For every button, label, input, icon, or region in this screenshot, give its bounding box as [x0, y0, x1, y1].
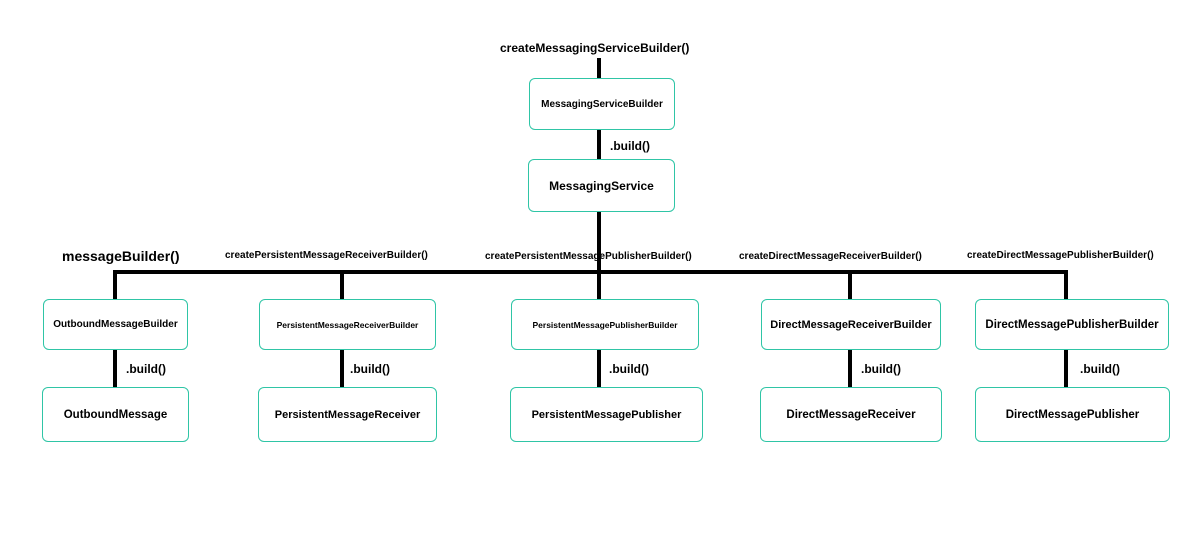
- direct-message-publisher-builder-node: DirectMessagePublisherBuilder: [975, 299, 1169, 350]
- messaging-service-builder-node: MessagingServiceBuilder: [529, 78, 675, 130]
- factory-method-label: createMessagingServiceBuilder(): [500, 41, 690, 55]
- build-label-branch-1: .build(): [126, 362, 166, 376]
- persistent-message-receiver-builder-node: PersistentMessageReceiverBuilder: [259, 299, 436, 350]
- branch-method-label-2: createPersistentMessageReceiverBuilder(): [225, 250, 428, 261]
- connector-builder-to-product-5: [1064, 350, 1068, 387]
- connector-builder-to-product-3: [597, 350, 601, 387]
- connector-bus-to-branch-4: [848, 270, 852, 299]
- persistent-message-receiver-node: PersistentMessageReceiver: [258, 387, 437, 442]
- branch-method-label-5: createDirectMessagePublisherBuilder(): [967, 250, 1154, 261]
- connector-builder-to-product-4: [848, 350, 852, 387]
- connector-builder-to-product-1: [113, 350, 117, 387]
- branch-method-label-1: messageBuilder(): [62, 248, 180, 264]
- connector-top-to-builder: [597, 58, 601, 78]
- build-label-branch-2: .build(): [350, 362, 390, 376]
- connector-bus-to-branch-2: [340, 270, 344, 299]
- connector-bus-to-branch-5: [1064, 270, 1068, 299]
- messaging-service-node: MessagingService: [528, 159, 675, 212]
- connector-service-to-bus: [597, 212, 601, 272]
- direct-message-publisher-node: DirectMessagePublisher: [975, 387, 1170, 442]
- outbound-message-node: OutboundMessage: [42, 387, 189, 442]
- persistent-message-publisher-builder-node: PersistentMessagePublisherBuilder: [511, 299, 699, 350]
- branch-method-label-4: createDirectMessageReceiverBuilder(): [739, 251, 922, 262]
- build-label-branch-5: .build(): [1080, 362, 1120, 376]
- connector-builder-to-service: [597, 130, 601, 159]
- build-label-branch-3: .build(): [609, 362, 649, 376]
- direct-message-receiver-builder-node: DirectMessageReceiverBuilder: [761, 299, 941, 350]
- horizontal-bus: [113, 270, 1068, 274]
- outbound-message-builder-node: OutboundMessageBuilder: [43, 299, 188, 350]
- connector-builder-to-product-2: [340, 350, 344, 387]
- build-label-top: .build(): [610, 139, 650, 153]
- build-label-branch-4: .build(): [861, 362, 901, 376]
- connector-bus-to-branch-3: [597, 270, 601, 299]
- connector-bus-to-branch-1: [113, 270, 117, 299]
- branch-method-label-3: createPersistentMessagePublisherBuilder(…: [485, 251, 692, 262]
- persistent-message-publisher-node: PersistentMessagePublisher: [510, 387, 703, 442]
- direct-message-receiver-node: DirectMessageReceiver: [760, 387, 942, 442]
